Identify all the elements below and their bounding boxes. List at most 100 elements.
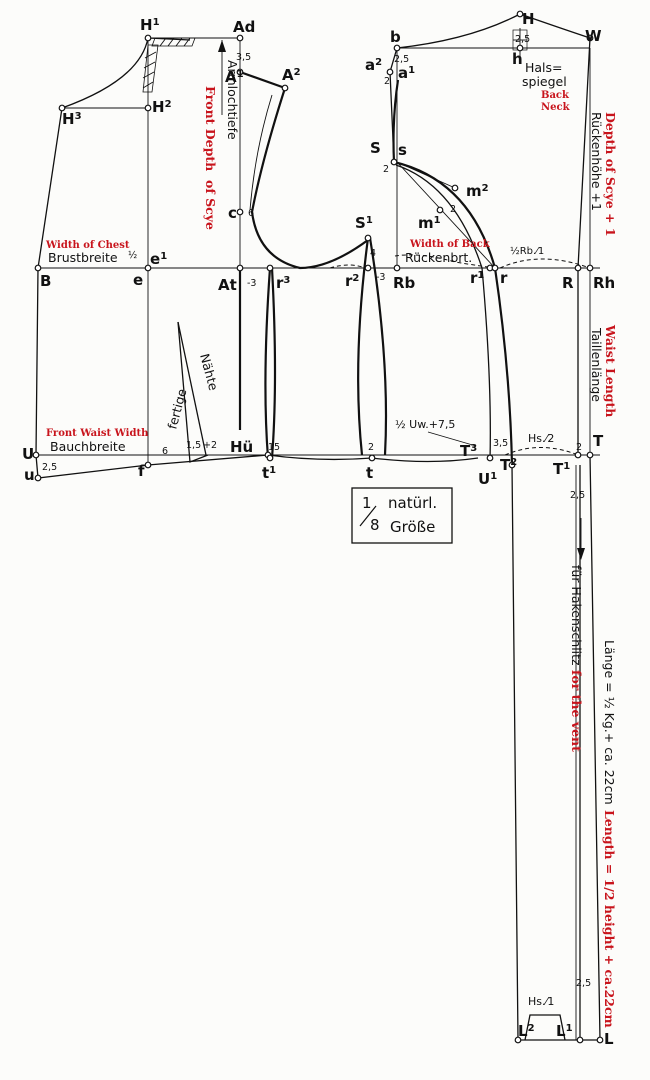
scale-box	[351, 487, 453, 544]
front-armhole	[250, 87, 369, 270]
trans-length: Length = 1/2 height + ca.22cm	[602, 810, 617, 1028]
label-T3: T3	[460, 442, 477, 460]
num-2-e: 2	[368, 442, 374, 453]
label-a2: a2	[365, 56, 382, 74]
num-2-a: 2	[384, 76, 390, 87]
skirt-outline	[511, 464, 581, 1041]
num-15: 15	[268, 442, 280, 453]
side-seam-left	[357, 237, 370, 456]
label-m1: m1	[418, 214, 441, 232]
label-spiegel: spiegel	[522, 74, 567, 89]
num-2-b: 2	[383, 164, 389, 175]
shoulder-to-r	[396, 161, 496, 269]
label-hs1: Hs.⁄1	[528, 995, 554, 1008]
label-Rh: Rh	[593, 274, 615, 292]
trans-front-depth-1: Front Depth	[203, 86, 218, 171]
label-e: e	[133, 271, 143, 289]
label-R: R	[562, 274, 574, 292]
label-W: W	[585, 27, 602, 45]
trans-back: Back	[541, 90, 570, 101]
num-2-5-e: 2,5	[576, 978, 591, 989]
num-3-5-b: 3,5	[493, 438, 508, 449]
label-t1: t1	[262, 464, 276, 482]
front-shoulder	[239, 70, 286, 90]
label-r1: r1	[470, 269, 484, 287]
trans-waist-length: Waist Length	[603, 324, 618, 417]
label-H3: H3	[62, 110, 82, 128]
front-dart	[177, 321, 209, 463]
uw-pointer	[427, 431, 477, 447]
label-b: b	[390, 28, 401, 46]
back-shoulder	[396, 13, 591, 49]
front-armhole-inner	[249, 94, 273, 211]
label-half-rb: ½Rb.⁄1	[510, 245, 544, 257]
scale-num: 1	[362, 494, 372, 512]
back-side-seam	[395, 164, 491, 461]
front-neck	[147, 37, 191, 41]
label-L1: L1	[556, 1022, 573, 1040]
arrow-head-up	[218, 40, 226, 52]
translations: Front Depth of Scye Width of Chest Width…	[45, 86, 618, 1028]
label-At: At	[218, 276, 237, 294]
num-2-c: 2	[450, 204, 456, 215]
num-2-5-b: 2,5	[515, 34, 530, 45]
label-f: f	[138, 462, 145, 480]
side-dart-right	[270, 267, 277, 459]
label-Rb: Rb	[393, 274, 416, 292]
measurement-numbers: 3,5 2 2,5 2,5 2 2 -3 -3 4 ½ 6 1,5 +2 15 …	[42, 34, 591, 989]
label-r3: r3	[276, 274, 290, 292]
num-6: 6	[162, 446, 168, 457]
label-bauchbreite: Bauchbreite	[50, 439, 126, 454]
label-Ad: Ad	[233, 18, 255, 36]
trans-width-of-back: Width of Back	[409, 239, 491, 250]
label-c: c	[228, 204, 237, 222]
label-m2: m2	[466, 182, 489, 200]
label-L2: L2	[518, 1022, 535, 1040]
num-2-f: 2	[576, 442, 582, 453]
label-hs2: Hs.⁄2	[528, 432, 554, 445]
dashed-back-width	[394, 254, 496, 269]
front-dart-2	[177, 321, 207, 456]
label-S1: S1	[355, 214, 373, 232]
trans-front-waist-width: Front Waist Width	[46, 428, 149, 439]
label-U: U	[22, 445, 34, 463]
label-T1: T1	[553, 460, 570, 478]
num-3-5-a: 3,5	[236, 52, 251, 63]
scale-word1: natürl.	[388, 494, 437, 512]
label-hals: Hals=	[525, 60, 563, 75]
label-rueckenbrt: Rückenbrt.	[405, 250, 472, 265]
label-u: u	[24, 466, 35, 484]
scale-den: 8	[370, 516, 380, 534]
label-h: h	[512, 50, 523, 68]
label-taillenlaenge: Taillenlänge	[589, 327, 604, 402]
num-half: ½	[128, 250, 137, 261]
num-minus-3-a: -3	[247, 278, 256, 289]
scale-label: 1 8 natürl. Größe	[359, 494, 437, 536]
dashed-side	[329, 264, 366, 269]
label-a1: a1	[398, 64, 415, 82]
trans-depth-of-scye: Depth of Scye + 1	[603, 112, 618, 237]
label-U1: U1	[478, 470, 497, 488]
num-minus-3-b: -3	[376, 272, 385, 283]
german-labels: Armlochtiefe Brustbreite Rückenbrt. Hals…	[48, 60, 617, 1008]
label-A2: A2	[282, 66, 301, 84]
label-hakenschlitz: für Hakenschlitz	[569, 565, 584, 666]
label-H: H	[522, 10, 535, 28]
dashed-lines	[329, 254, 591, 456]
label-r: r	[500, 269, 508, 287]
label-S: S	[370, 139, 381, 157]
num-c: 6	[248, 208, 254, 219]
label-H2: H2	[152, 98, 172, 116]
num-2-5-c: 2,5	[42, 462, 57, 473]
trans-neck: Neck	[541, 102, 571, 113]
label-T2: T2	[500, 456, 517, 474]
construction-lines	[36, 28, 600, 560]
label-laenge: Länge = ½ Kg.+ ca. 22cm	[602, 640, 617, 805]
hatching	[142, 29, 528, 93]
side-seam-right	[368, 237, 388, 456]
label-naehte: Nähte	[197, 352, 221, 392]
arrow-head-down	[577, 548, 585, 560]
trans-for-the-vent: for the vent	[569, 670, 584, 752]
back-center	[577, 37, 591, 455]
